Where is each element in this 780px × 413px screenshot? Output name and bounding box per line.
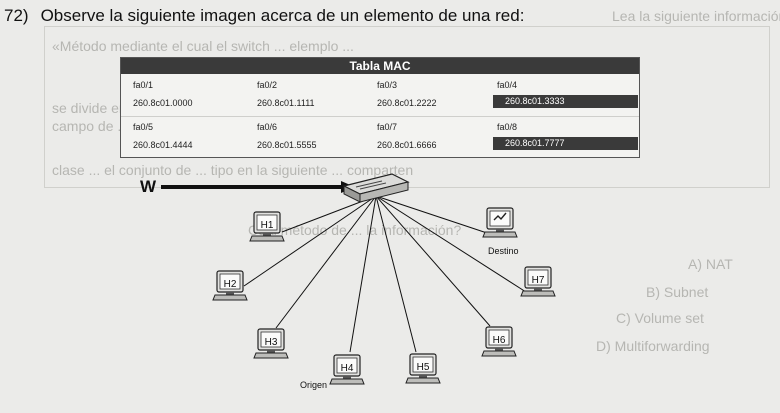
link-h7 bbox=[375, 195, 527, 293]
host-h1: H1 bbox=[249, 211, 285, 242]
host-label: H1 bbox=[261, 220, 274, 231]
question-heading: 72) Observe la siguiente imagen acerca de… bbox=[4, 6, 524, 26]
bleed-through-line: Cuál método de ... la información? bbox=[248, 222, 462, 238]
mac-port: fa0/7 bbox=[377, 122, 398, 132]
host-label: H7 bbox=[532, 275, 545, 286]
host-h4: H4 bbox=[329, 354, 365, 385]
arrow-label: W bbox=[140, 177, 157, 196]
host-h6: H6 bbox=[481, 326, 517, 357]
mac-entry-highlighted: fa0/8 260.8c01.7777 bbox=[493, 118, 638, 158]
host-label: H3 bbox=[265, 337, 278, 348]
mac-address: 260.8c01.6666 bbox=[377, 140, 437, 150]
network-links bbox=[243, 195, 527, 353]
mac-port: fa0/1 bbox=[133, 80, 154, 90]
mac-row-divider bbox=[121, 116, 639, 117]
bleed-through-line: Lea la siguiente información bbox=[612, 8, 780, 24]
mac-table: Tabla MAC fa0/1 260.8c01.0000 fa0/2 260.… bbox=[120, 57, 640, 158]
mac-entry-highlighted: fa0/4 260.8c01.3333 bbox=[493, 76, 638, 116]
mac-entry: fa0/2 260.8c01.1111 bbox=[253, 76, 382, 116]
link-h4 bbox=[349, 195, 377, 353]
host-destino bbox=[482, 207, 518, 238]
host-h7: H7 bbox=[520, 266, 556, 297]
bleed-through-line: B) Subnet bbox=[646, 284, 709, 300]
mac-address: 260.8c01.0000 bbox=[133, 98, 193, 108]
mac-address: 260.8c01.7777 bbox=[493, 137, 638, 150]
bleed-through-line: C) Volume set bbox=[616, 310, 704, 326]
mac-port: fa0/4 bbox=[497, 80, 518, 90]
mac-port: fa0/2 bbox=[257, 80, 278, 90]
host-label: H5 bbox=[417, 362, 430, 373]
mac-port: fa0/8 bbox=[497, 122, 518, 132]
host-label: H2 bbox=[224, 279, 237, 290]
host-label: H4 bbox=[341, 363, 354, 374]
computer-icon bbox=[482, 207, 518, 238]
mac-address: 260.8c01.1111 bbox=[257, 98, 315, 108]
mac-table-grid: fa0/1 260.8c01.0000 fa0/2 260.8c01.1111 … bbox=[121, 76, 639, 157]
host-h3: H3 bbox=[253, 328, 289, 359]
mac-address: 260.8c01.3333 bbox=[493, 95, 638, 108]
host-caption-h4: Origen bbox=[300, 380, 327, 390]
link-destino bbox=[375, 195, 497, 237]
mac-address: 260.8c01.5555 bbox=[257, 140, 317, 150]
mac-address: 260.8c01.2222 bbox=[377, 98, 437, 108]
mac-port: fa0/3 bbox=[377, 80, 398, 90]
question-number: 72) bbox=[4, 6, 29, 25]
link-h3 bbox=[275, 195, 377, 329]
link-h6 bbox=[375, 195, 491, 327]
bleed-through-line: A) NAT bbox=[688, 256, 733, 272]
host-label: H6 bbox=[493, 335, 506, 346]
host-h2: H2 bbox=[212, 270, 248, 301]
mac-entry: fa0/6 260.8c01.5555 bbox=[253, 118, 382, 158]
question-text: Observe la siguiente imagen acerca de un… bbox=[40, 6, 525, 25]
mac-entry: fa0/7 260.8c01.6666 bbox=[373, 118, 502, 158]
bleed-through-line: «Método mediante el cual el switch ... e… bbox=[52, 38, 354, 54]
link-h5 bbox=[375, 195, 417, 353]
mac-address: 260.8c01.4444 bbox=[133, 140, 193, 150]
mac-table-title: Tabla MAC bbox=[121, 58, 639, 74]
host-h5: H5 bbox=[405, 353, 441, 384]
bleed-through-line: D) Multiforwarding bbox=[596, 338, 710, 354]
switch-icon bbox=[342, 173, 410, 203]
destination-screen-icon bbox=[493, 212, 507, 221]
mac-port: fa0/5 bbox=[133, 122, 154, 132]
mac-entry: fa0/5 260.8c01.4444 bbox=[129, 118, 258, 158]
mac-port: fa0/6 bbox=[257, 122, 278, 132]
bleed-through-line: clase ... el conjunto de ... tipo en la … bbox=[52, 162, 414, 178]
mac-entry: fa0/3 260.8c01.2222 bbox=[373, 76, 502, 116]
mac-entry: fa0/1 260.8c01.0000 bbox=[129, 76, 258, 116]
link-h2 bbox=[243, 195, 377, 287]
host-caption-destino: Destino bbox=[488, 246, 519, 256]
